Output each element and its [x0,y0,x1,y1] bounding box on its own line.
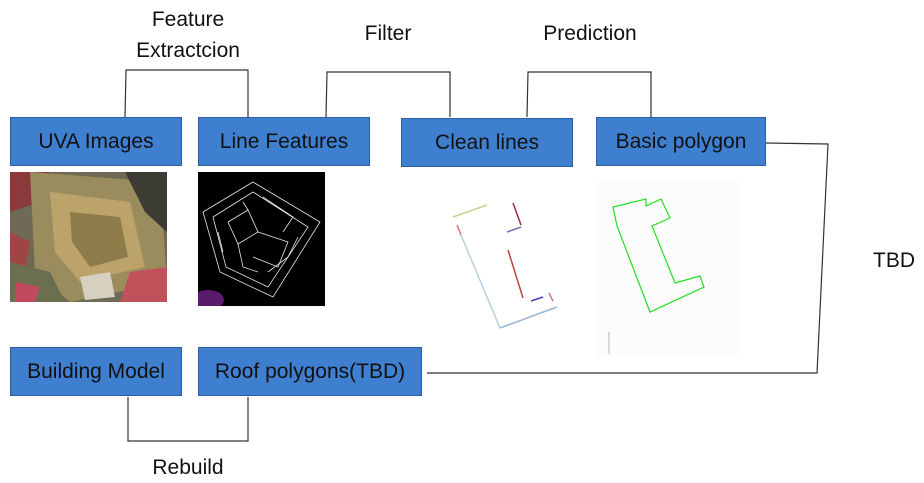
uva-images-box: UVA Images [10,117,182,166]
feature-extraction-bracket [124,69,249,118]
clean-lines-image [445,195,565,335]
filter-label: Filter [364,22,412,45]
basic-polygon-box: Basic polygon [596,117,766,166]
roof-polygons-box: Roof polygons(TBD) [198,347,422,396]
aerial-image [10,172,167,302]
clean-lines-box: Clean lines [401,118,573,167]
prediction-label: Prediction [543,22,637,45]
tbd-label: TBD [873,249,915,272]
feature-extraction-line1: Feature [151,8,225,31]
rebuild-bracket [127,397,249,442]
line-features-image [198,172,325,306]
basic-polygon-image [597,182,742,357]
line-features-box: Line Features [198,117,370,166]
feature-extraction-label: Feature Extractcion [118,4,258,66]
tbd-connector [427,142,829,374]
building-model-box: Building Model [10,347,182,396]
prediction-bracket [526,71,652,118]
filter-bracket [325,71,451,118]
feature-extraction-line2: Extractcion [136,39,240,62]
rebuild-label: Rebuild [152,456,224,479]
